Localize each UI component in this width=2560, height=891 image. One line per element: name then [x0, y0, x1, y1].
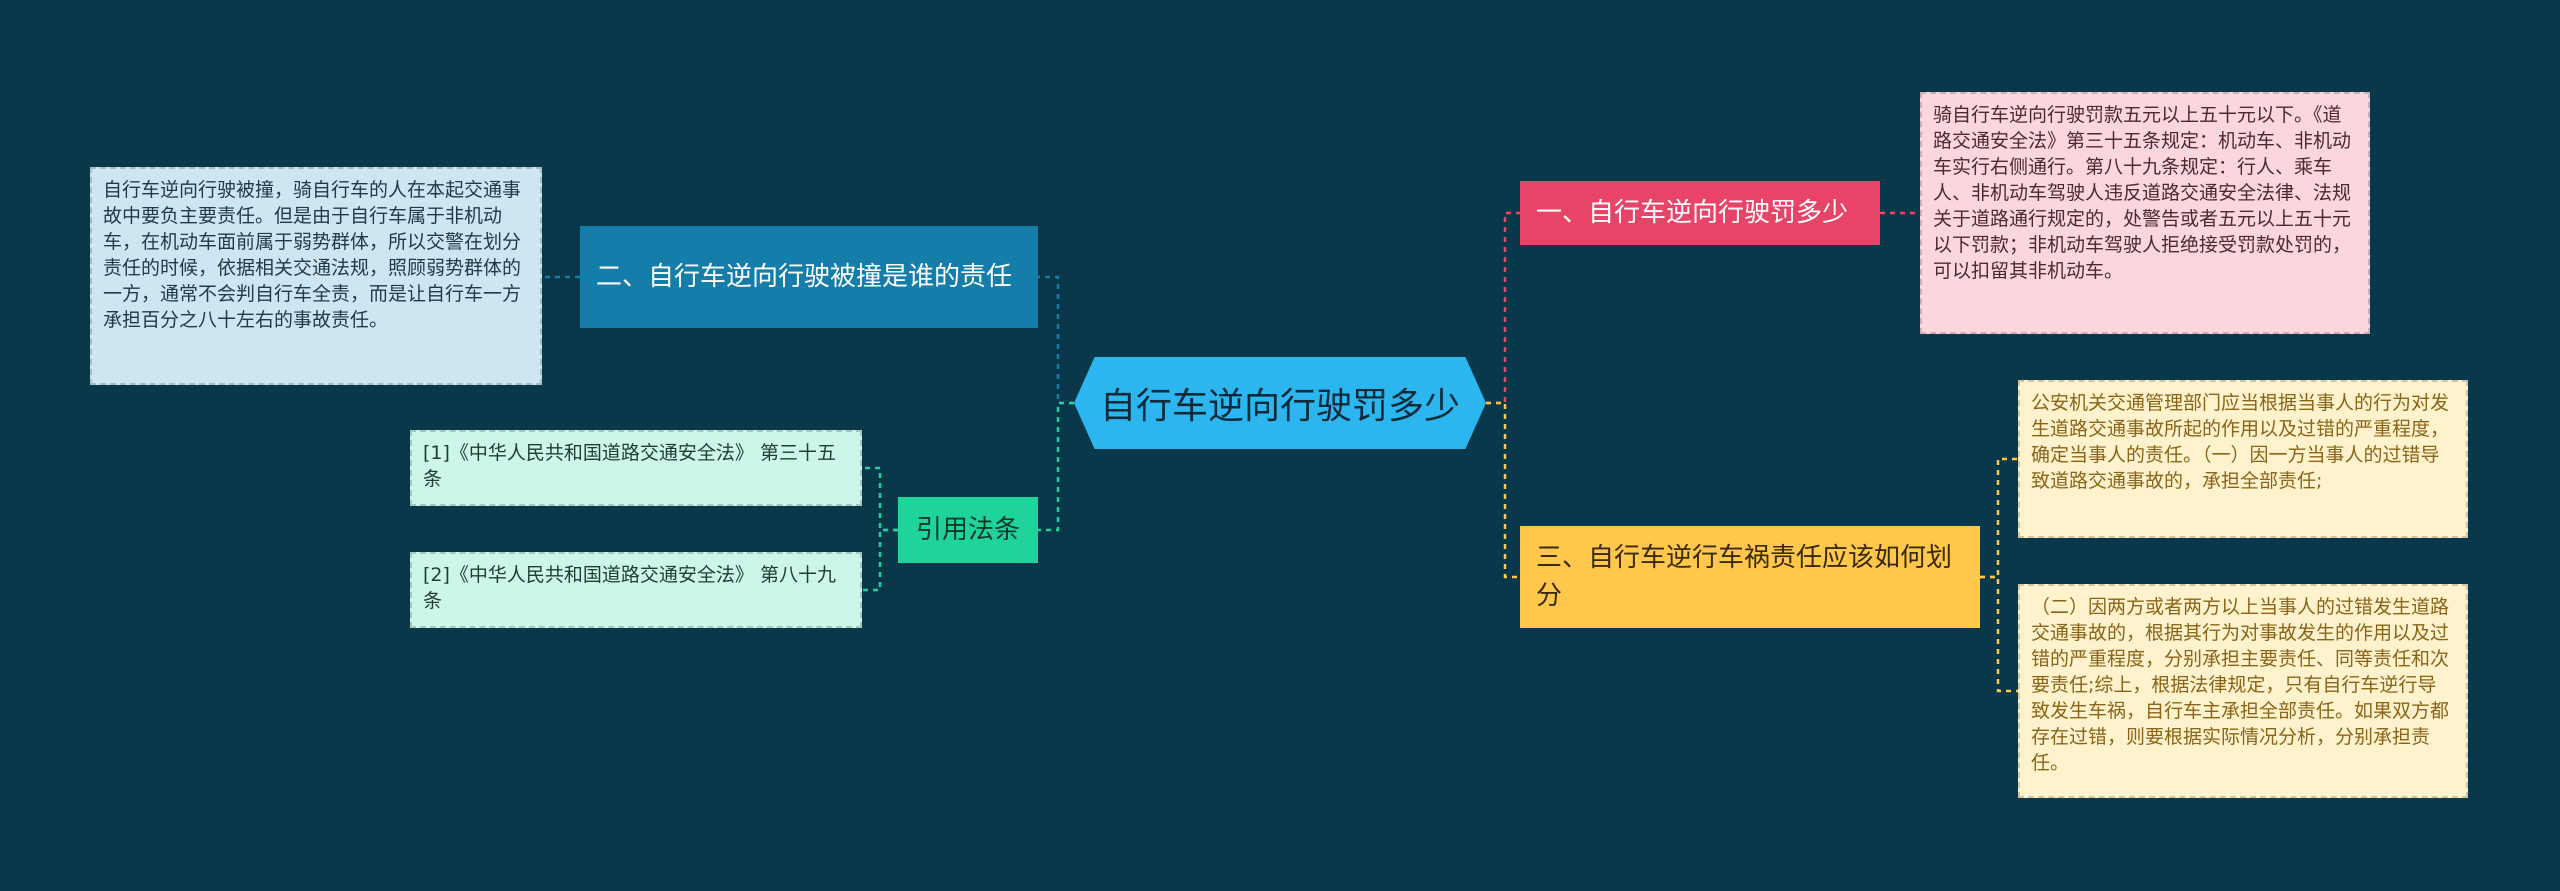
branch-liability-when-hit[interactable]: 二、自行车逆向行驶被撞是谁的责任	[580, 226, 1038, 328]
branch-accident-liability-division[interactable]: 三、自行车逆行车祸责任应该如何划分	[1520, 526, 1980, 628]
link-root-branch1	[1486, 211, 1520, 405]
branch-fine-amount[interactable]: 一、自行车逆向行驶罚多少	[1520, 181, 1880, 245]
branch-label: 一、自行车逆向行驶罚多少	[1536, 198, 1849, 228]
link-branch4-leaf6	[1980, 575, 2018, 693]
leaf-fine-detail: 骑自行车逆向行驶罚款五元以上五十元以下。《道路交通安全法》第三十五条规定：机动车…	[1920, 92, 2370, 334]
branch-label: 三、自行车逆行车祸责任应该如何划分	[1536, 543, 1953, 611]
link-branch3-leaf4	[862, 528, 898, 592]
root-label: 自行车逆向行驶罚多少	[1099, 386, 1460, 427]
branch-cited-laws[interactable]: 引用法条	[898, 497, 1038, 563]
branch-label: 二、自行车逆向行驶被撞是谁的责任	[596, 262, 1013, 292]
root-node[interactable]: 自行车逆向行驶罚多少	[1074, 357, 1486, 449]
link-root-branch2	[1038, 275, 1074, 405]
link-root-branch3	[1038, 401, 1074, 532]
link-root-branch4	[1486, 401, 1520, 579]
leaf-division-rule-1: 公安机关交通管理部门应当根据当事人的行为对发生道路交通事故所起的作用以及过错的严…	[2018, 380, 2468, 538]
leaf-division-rule-2: （二）因两方或者两方以上当事人的过错发生道路交通事故的，根据其行为对事故发生的作…	[2018, 584, 2468, 798]
leaf-law-article-89: [2]《中华人民共和国道路交通安全法》 第八十九条	[410, 552, 862, 628]
leaf-liability-detail: 自行车逆向行驶被撞，骑自行车的人在本起交通事故中要负主要责任。但是由于自行车属于…	[90, 167, 542, 385]
link-branch4-leaf5	[1980, 457, 2018, 579]
leaf-law-article-35: [1]《中华人民共和国道路交通安全法》 第三十五条	[410, 430, 862, 506]
link-branch3-leaf3	[862, 466, 898, 532]
branch-label: 引用法条	[915, 515, 1020, 545]
